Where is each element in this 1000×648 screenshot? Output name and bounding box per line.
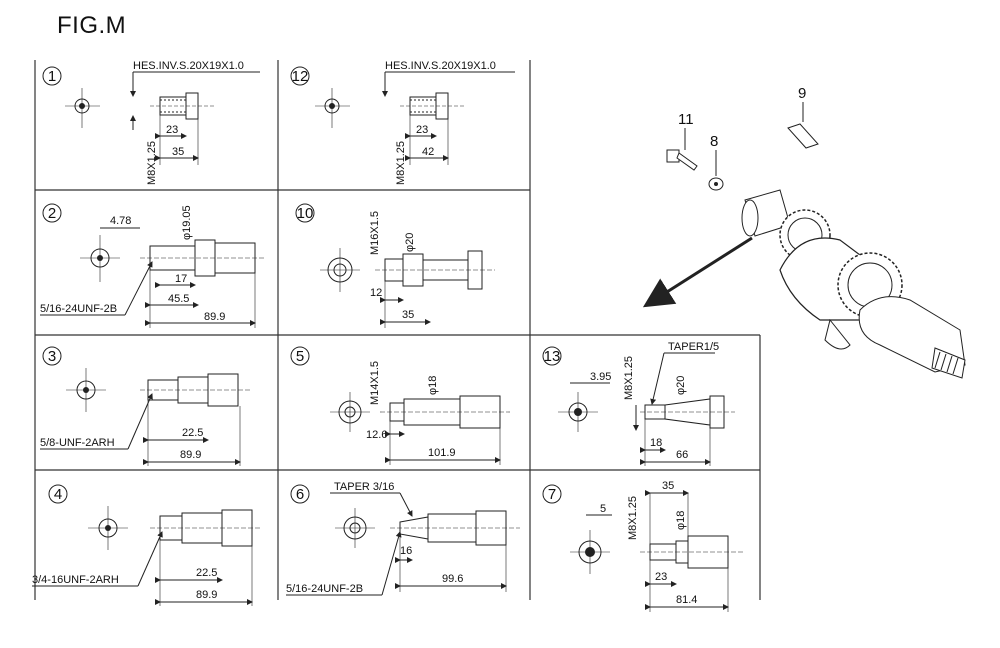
cell-2: 2 4.78 φ19.05 17 45.5 89.9 5/16-24UNF-2B <box>40 203 265 328</box>
parts-illustration: 9 11 8 <box>642 85 966 379</box>
cell-1-thread: M8X1.25 <box>146 141 158 185</box>
cell-10-diameter: φ20 <box>404 233 416 252</box>
cell-7: 7 5 M8X1.25 35 φ18 23 81.4 <box>542 480 745 612</box>
cell-10: 10 M16X1.5 φ20 12 35 <box>295 203 495 328</box>
cell-7-dim-a: 5 <box>600 503 606 515</box>
cell-6-dim-1: 16 <box>400 545 412 557</box>
cell-2-number: 2 <box>48 205 56 222</box>
cell-1-dim-1: 23 <box>166 124 178 136</box>
cell-5-number: 5 <box>296 348 304 365</box>
cell-4-dim-1: 22.5 <box>196 567 217 579</box>
cell-13-number: 13 <box>544 348 561 365</box>
cell-6-thread: 5/16-24UNF-2B <box>286 583 363 595</box>
cell-13-dim-a: 3.95 <box>590 371 611 383</box>
cell-10-thread: M16X1.5 <box>369 211 381 255</box>
table-grid <box>34 60 761 600</box>
cell-1-note: HES.INV.S.20X19X1.0 <box>133 60 244 72</box>
cell-4-thread: 3/4-16UNF-2ARH <box>32 574 119 586</box>
part-9-label: 9 <box>798 85 806 102</box>
cell-6-number: 6 <box>296 486 304 503</box>
cell-7-number: 7 <box>548 486 556 503</box>
cell-10-number: 10 <box>297 205 314 222</box>
cell-5: 5 M14X1.5 φ18 12.6 101.9 <box>290 346 510 465</box>
cell-3-number: 3 <box>48 348 56 365</box>
cell-4: 4 22.5 89.9 3/4-16UNF-2ARH <box>32 484 262 606</box>
cell-6: 6 TAPER 3/16 16 99.6 5/16-24UNF-2B <box>286 481 520 596</box>
cell-1-number: 1 <box>48 68 56 85</box>
cell-3-dim-1: 22.5 <box>182 427 203 439</box>
cell-5-thread: M14X1.5 <box>369 361 381 405</box>
cell-7-dim-2: 81.4 <box>676 594 697 606</box>
cell-10-dim-1: 12 <box>370 287 382 299</box>
cell-12-note: HES.INV.S.20X19X1.0 <box>385 60 496 72</box>
figure-title: FIG.M <box>57 12 127 39</box>
cell-7-thread: M8X1.25 <box>627 496 639 540</box>
cell-2-dim-a: 4.78 <box>110 215 131 227</box>
cell-2-diameter: φ19.05 <box>181 205 193 240</box>
cell-12-thread: M8X1.25 <box>395 141 407 185</box>
cell-12: 12 HES.INV.S.20X19X1.0 M8X1.25 23 42 <box>290 60 515 185</box>
cell-2-dim-1: 17 <box>175 273 187 285</box>
cell-7-diameter: φ18 <box>675 511 687 530</box>
cell-4-dim-2: 89.9 <box>196 589 217 601</box>
cell-3-dim-2: 89.9 <box>180 449 201 461</box>
cell-13-dim-1: 18 <box>650 437 662 449</box>
cell-12-number: 12 <box>292 68 309 85</box>
cell-2-dim-3: 89.9 <box>204 311 225 323</box>
cell-2-thread: 5/16-24UNF-2B <box>40 303 117 315</box>
cell-5-dim-1: 12.6 <box>366 429 387 441</box>
cell-3: 3 22.5 89.9 5/8-UNF-2ARH <box>40 346 250 466</box>
cell-5-dim-2: 101.9 <box>428 447 456 459</box>
cell-4-number: 4 <box>54 486 62 503</box>
cell-13-taper: TAPER1/5 <box>668 341 719 353</box>
part-11-label: 11 <box>678 111 694 128</box>
cell-6-dim-2: 99.6 <box>442 573 463 585</box>
cell-12-dim-2: 42 <box>422 146 434 158</box>
cell-10-dim-2: 35 <box>402 309 414 321</box>
cell-5-diameter: φ18 <box>427 376 439 395</box>
cell-13-diameter: φ20 <box>675 376 687 395</box>
cell-2-dim-2: 45.5 <box>168 293 189 305</box>
cell-3-thread: 5/8-UNF-2ARH <box>40 437 115 449</box>
cell-6-taper: TAPER 3/16 <box>334 481 394 493</box>
cell-12-dim-1: 23 <box>416 124 428 136</box>
cell-7-dim-0: 35 <box>662 480 674 492</box>
cell-1: 1 HES.INV.S.20X19X1.0 M8X1.25 23 35 <box>42 60 260 185</box>
cell-1-dim-2: 35 <box>172 146 184 158</box>
cell-13-thread: M8X1.25 <box>623 356 635 400</box>
part-8-label: 8 <box>710 133 718 150</box>
cell-7-dim-1: 23 <box>655 571 667 583</box>
cell-13: 13 3.95 M8X1.25 TAPER1/5 φ20 18 66 <box>542 341 735 466</box>
cell-13-dim-2: 66 <box>676 449 688 461</box>
